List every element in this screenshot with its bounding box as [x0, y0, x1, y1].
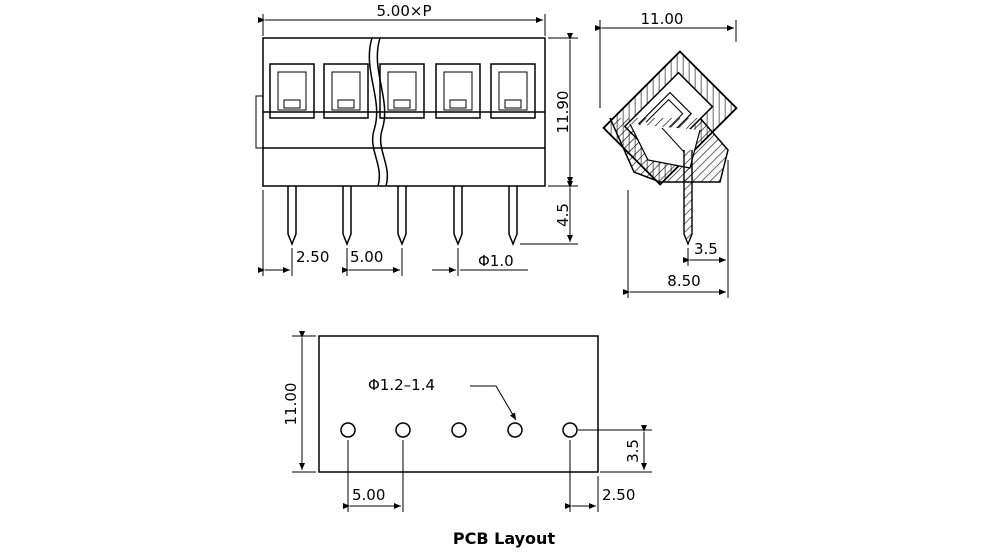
pin-diameter-label: Φ1.0	[478, 252, 514, 270]
pcb-hole-1	[340, 422, 356, 438]
wire-entry-5	[490, 63, 536, 119]
width-label: 5.00×P	[376, 2, 431, 20]
side-pin	[683, 150, 693, 246]
hole-diameter-label: Φ1.2–1.4	[368, 376, 435, 394]
pitch-label: 5.00	[350, 248, 383, 266]
front-view: 5.00×P 11.90 4.5 2.50 5.00 Φ1.0	[255, 2, 578, 276]
pcb-hole-5	[562, 422, 578, 438]
pcb-pitch-label: 5.00	[352, 486, 385, 504]
height-label: 11.90	[554, 91, 572, 134]
pin-4	[453, 186, 463, 247]
pcb-hole-4	[507, 422, 523, 438]
pcb-hole-2	[395, 422, 411, 438]
pcb-hole-offset-label: 3.5	[624, 439, 642, 463]
side-pin-offset-label: 3.5	[694, 240, 718, 258]
break-line-right	[376, 37, 388, 187]
pcb-layout: Φ1.2–1.4 11.00 3.5 5.00 2.50 PCB Layout	[282, 331, 652, 548]
side-base-width-label: 8.50	[667, 272, 700, 290]
pin-5	[508, 186, 518, 247]
wire-entry-2	[323, 63, 369, 119]
pin-1	[287, 186, 297, 247]
pin-3	[397, 186, 407, 247]
pcb-hole-3	[451, 422, 467, 438]
pin-length-label: 4.5	[554, 203, 572, 227]
wire-entry-4	[435, 63, 481, 119]
front-side-tab	[255, 95, 264, 149]
hole-diameter-leader	[470, 385, 517, 421]
break-line-left	[368, 37, 380, 187]
pcb-edge-offset-label: 2.50	[602, 486, 635, 504]
pcb-height-label: 11.00	[282, 383, 300, 426]
pitch-offset-label: 2.50	[296, 248, 329, 266]
wire-entry-1	[269, 63, 315, 119]
pcb-layout-title: PCB Layout	[453, 529, 556, 548]
side-view: 11.00 3.5 8.50	[595, 10, 738, 298]
wire-entry-3	[379, 63, 425, 119]
pin-2	[342, 186, 352, 247]
side-top-width-label: 11.00	[641, 10, 684, 28]
pcb-outline	[318, 335, 599, 473]
